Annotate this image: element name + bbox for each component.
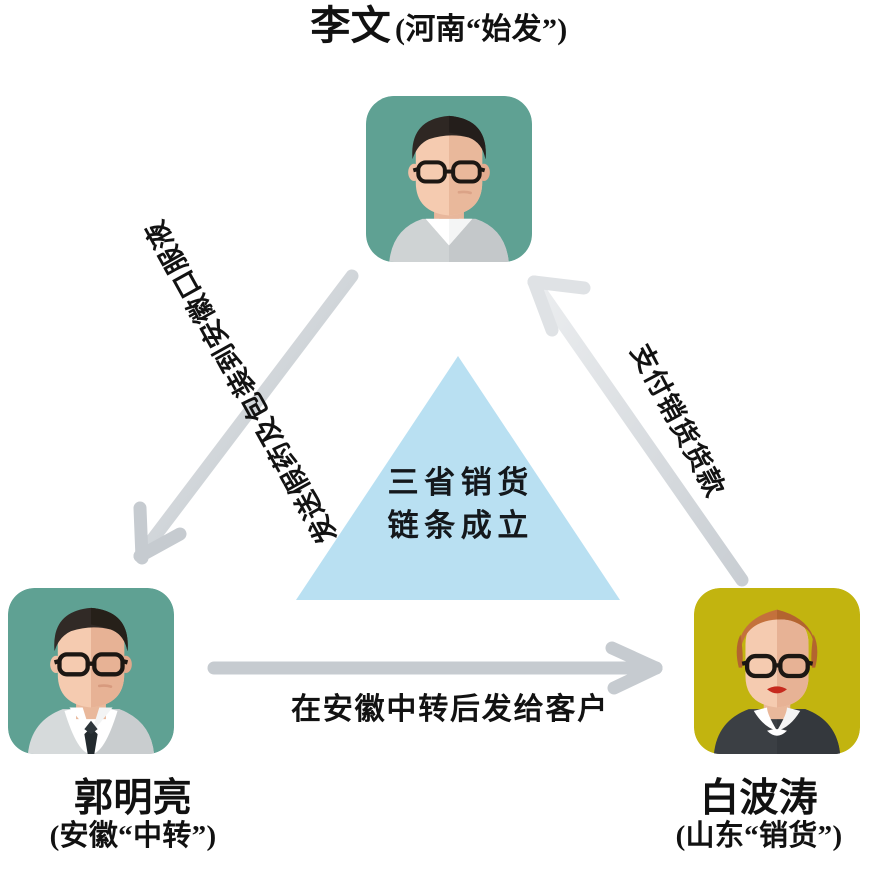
node-role-left: (安徽“中转”)	[49, 820, 217, 853]
edge-label-left-to-right: 在安徽中转后发给客户	[291, 693, 609, 726]
arrow-right-to-top	[527, 275, 749, 587]
avatar-right-bai-botao[interactable]	[694, 588, 860, 754]
avatar-left-guo-mingliang[interactable]	[8, 588, 174, 754]
avatar-top-li-wen[interactable]	[366, 96, 532, 262]
arrow-left-to-right	[207, 641, 663, 695]
center-line-2: 链条成立	[387, 507, 534, 543]
node-label-left: 郭明亮 (安徽“中转”)	[8, 777, 258, 853]
node-label-top: 李文(河南“始发”)	[0, 4, 878, 47]
center-triangle-text: 三省销货 链条成立	[296, 462, 620, 548]
node-name-top: 李文	[310, 3, 392, 48]
node-name-left: 郭明亮	[74, 777, 192, 820]
node-role-top: (河南“始发”)	[395, 13, 568, 46]
node-role-right: (山东“销货”)	[675, 820, 843, 853]
node-label-right: 白波涛 (山东“销货”)	[640, 777, 878, 853]
arrow-top-to-left	[133, 269, 359, 565]
center-line-1: 三省销货	[387, 465, 534, 500]
node-name-right: 白波涛	[700, 777, 818, 820]
center-triangle	[296, 356, 620, 600]
